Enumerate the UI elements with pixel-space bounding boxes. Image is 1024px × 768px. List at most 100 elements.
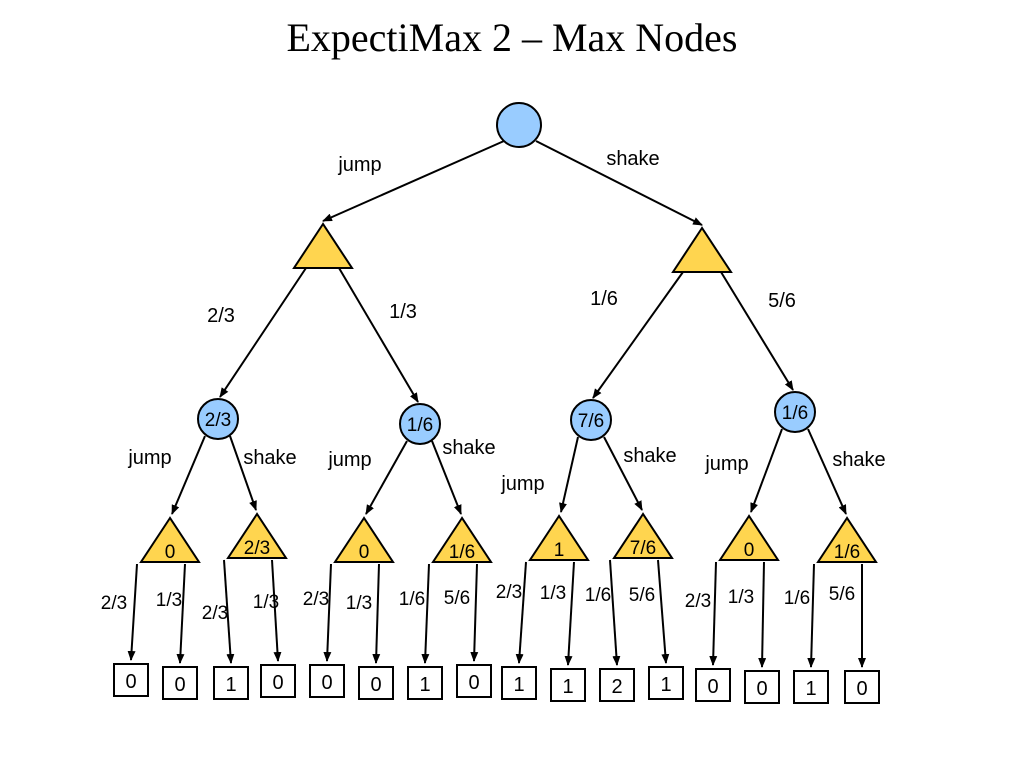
chance-node-value-4: 1/6 <box>449 542 475 563</box>
root-max-node <box>496 102 542 148</box>
edge-prob-l3-2-1: 2/3 <box>202 603 228 624</box>
max-node-level2-4 <box>774 391 816 433</box>
leaf-node-3 <box>213 666 249 700</box>
edge-l1-1-left <box>219 267 307 398</box>
edge-l3-6-right <box>657 559 670 664</box>
edge-prob-l1-1-2: 1/3 <box>389 301 417 323</box>
edge-l3-1-right <box>176 563 186 664</box>
leaf-node-4 <box>260 664 296 698</box>
leaf-value-14: 0 <box>756 678 767 700</box>
edge-prob-l3-5-2: 1/3 <box>540 583 566 604</box>
edge-prob-l3-2-2: 1/3 <box>253 592 279 613</box>
chance-node-value-8: 1/6 <box>834 542 860 563</box>
edge-label-root-shake: shake <box>606 148 659 170</box>
chance-node-value-6: 7/6 <box>630 538 656 559</box>
leaf-value-11: 2 <box>611 676 622 698</box>
edge-prob-l3-6-1: 1/6 <box>585 585 611 606</box>
edge-l3-5-left <box>515 561 527 664</box>
max-node-value-4: 1/6 <box>782 403 808 424</box>
edge-label-l2-2-jump: jump <box>327 449 371 471</box>
leaf-value-6: 0 <box>370 674 381 696</box>
leaf-value-12: 1 <box>660 674 671 696</box>
leaf-node-2 <box>162 666 198 700</box>
chance-node-level3-2 <box>226 512 288 559</box>
page-title: ExpectiMax 2 – Max Nodes <box>286 15 738 60</box>
leaf-node-7 <box>407 666 443 700</box>
edge-root-shake <box>535 140 703 226</box>
leaf-value-4: 0 <box>272 672 283 694</box>
edge-l1-2-left <box>592 271 684 399</box>
leaf-value-8: 0 <box>468 672 479 694</box>
chance-node-level3-3 <box>333 516 395 563</box>
leaf-value-13: 0 <box>707 676 718 698</box>
edge-prob-l3-7-2: 1/3 <box>728 587 754 608</box>
leaf-node-6 <box>358 666 394 700</box>
leaf-value-15: 1 <box>805 678 816 700</box>
edge-label-root-jump: jump <box>337 154 381 176</box>
chance-node-value-1: 0 <box>165 542 176 563</box>
edge-prob-l3-8-1: 1/6 <box>784 588 810 609</box>
edge-l2-3-shake <box>603 436 643 511</box>
leaf-value-1: 0 <box>125 671 136 693</box>
edge-l3-1-left <box>127 563 138 661</box>
leaf-node-11 <box>599 668 635 702</box>
edge-l3-4-right <box>470 563 479 662</box>
chance-node-level1-2 <box>671 226 733 273</box>
leaf-value-10: 1 <box>562 676 573 698</box>
leaf-value-9: 1 <box>513 674 524 696</box>
edge-prob-l3-3-2: 1/3 <box>346 593 372 614</box>
edge-l1-1-right <box>338 267 419 403</box>
leaf-node-16 <box>844 670 880 704</box>
edge-prob-l3-4-2: 5/6 <box>444 588 470 609</box>
edge-label-l2-1-shake: shake <box>243 447 296 469</box>
chance-node-level3-4 <box>431 516 493 563</box>
edge-prob-l3-3-1: 2/3 <box>303 589 329 610</box>
chance-node-value-7: 0 <box>744 540 755 561</box>
edge-l3-8-left <box>807 563 816 668</box>
edge-prob-l3-6-2: 5/6 <box>629 585 655 606</box>
edge-l3-3-left <box>323 563 332 662</box>
leaf-node-10 <box>550 668 586 702</box>
chance-node-level1-1 <box>292 222 354 269</box>
leaf-value-5: 0 <box>321 672 332 694</box>
chance-node-value-3: 0 <box>359 542 370 563</box>
max-node-value-2: 1/6 <box>407 415 433 436</box>
edge-l2-2-jump <box>365 440 408 515</box>
chance-node-level3-7 <box>718 514 780 561</box>
max-node-value-3: 7/6 <box>578 411 604 432</box>
leaf-value-3: 1 <box>225 674 236 696</box>
leaf-node-13 <box>695 668 731 702</box>
edge-l2-4-shake <box>807 428 847 515</box>
edge-prob-l3-1-1: 2/3 <box>101 593 127 614</box>
edge-prob-l3-5-1: 2/3 <box>496 582 522 603</box>
edge-l3-3-right <box>372 563 381 664</box>
chance-node-level3-5 <box>528 514 590 561</box>
chance-node-level3-6 <box>612 512 674 559</box>
edge-l3-4-left <box>421 563 430 664</box>
edge-l3-6-left <box>609 559 621 666</box>
leaf-node-14 <box>744 670 780 704</box>
leaf-value-2: 0 <box>174 674 185 696</box>
edge-label-l2-1-jump: jump <box>127 447 171 469</box>
edge-l2-1-jump <box>171 435 206 515</box>
edge-l1-2-right <box>720 271 794 391</box>
leaf-node-8 <box>456 664 492 698</box>
edge-l3-2-right <box>271 559 282 662</box>
max-node-level2-1 <box>197 398 239 440</box>
edge-l3-7-left <box>709 561 718 666</box>
leaf-node-1 <box>113 663 149 697</box>
edge-label-l2-4-shake: shake <box>832 449 885 471</box>
edge-label-l2-4-jump: jump <box>704 453 748 475</box>
edge-prob-l1-2-2: 5/6 <box>768 290 796 312</box>
edge-l2-4-jump <box>750 428 783 513</box>
chance-node-level3-8 <box>816 516 878 563</box>
edge-l2-1-shake <box>229 435 257 511</box>
chance-node-value-2: 2/3 <box>244 538 270 559</box>
edge-l3-7-right <box>758 561 767 668</box>
max-node-level2-2 <box>399 403 441 445</box>
edge-prob-l3-4-1: 1/6 <box>399 589 425 610</box>
leaf-value-16: 0 <box>856 678 867 700</box>
edge-l3-5-right <box>564 561 575 666</box>
edge-label-l2-2-shake: shake <box>442 437 495 459</box>
